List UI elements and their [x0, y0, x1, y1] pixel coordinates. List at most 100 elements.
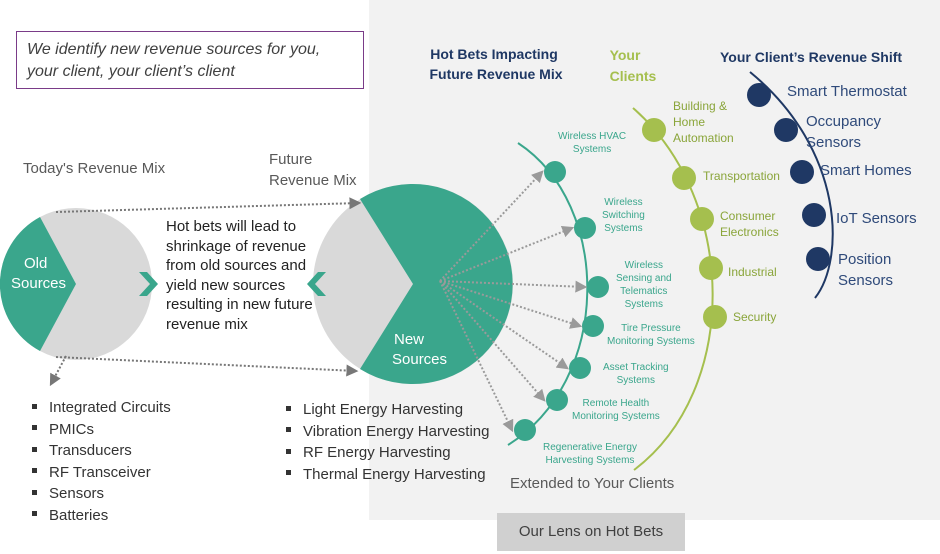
lens-on-hot-bets-box: Our Lens on Hot Bets — [497, 513, 685, 551]
revenue-shift-node — [802, 203, 826, 227]
old-source-item: RF Transceiver — [32, 462, 171, 484]
chevron-right-icon — [139, 272, 158, 296]
old-source-item: Integrated Circuits — [32, 397, 171, 419]
hot-bet-label-line: Systems — [624, 299, 663, 310]
hot-bet-label-line: Remote Health — [582, 398, 650, 409]
new-source-item: Thermal Energy Harvesting — [286, 464, 490, 486]
tagline-box: We identify new revenue sources for you,… — [16, 31, 364, 89]
hot-bet-node — [587, 276, 609, 298]
revenue-shift-label: IoT Sensors — [836, 208, 917, 229]
new-sources-label-line-1: New — [394, 331, 425, 348]
client-node — [672, 166, 696, 190]
client-label-line: Electronics — [720, 225, 779, 239]
hot-bet-label-line: Wireless — [604, 197, 643, 208]
client-node — [703, 305, 727, 329]
hot-bet-arrow — [439, 280, 569, 370]
connector-down — [49, 355, 67, 387]
old-source-item: Transducers — [32, 440, 171, 462]
old-sources-label-line-2: Sources — [11, 275, 67, 292]
client-label-line: Automation — [673, 131, 734, 145]
revenue-shift-label-line: Sensors — [806, 134, 862, 151]
old-source-item: PMICs — [32, 419, 171, 441]
hot-bet-node — [544, 161, 566, 183]
todays-revenue-pie — [0, 208, 152, 360]
hot-bet-arrow — [439, 280, 514, 433]
description-text: Hot bets will lead to shrinkage of reven… — [166, 218, 313, 333]
hot-bet-label-line: Monitoring Systems — [607, 336, 695, 347]
node-layer — [514, 83, 830, 441]
pie-old-sources-wedge — [0, 217, 76, 351]
revenue-shift-node — [774, 118, 798, 142]
hot-bet-node — [582, 315, 604, 337]
hot-bet-label-line: Sensing and — [616, 273, 672, 284]
client-label-line: Home — [673, 115, 706, 129]
old-source-item: Sensors — [32, 483, 171, 505]
hot-bet-label: Wireless HVAC Systems — [558, 130, 626, 156]
hot-bet-node — [569, 357, 591, 379]
revenue-shift-node — [747, 83, 771, 107]
client-node — [690, 207, 714, 231]
todays-revenue-mix-label: Today's Revenue Mix — [23, 160, 166, 177]
new-source-item: RF Energy Harvesting — [286, 442, 490, 464]
revenue-shift-label-line: Occupancy — [806, 113, 882, 130]
hot-bet-label-line: Wireless — [624, 260, 663, 271]
client-node — [699, 256, 723, 280]
hot-bet-arrow — [439, 280, 583, 329]
hot-bet-node — [514, 419, 536, 441]
revenue-shift-label-line: Sensors — [838, 272, 894, 289]
hot-bet-label-line: Tire Pressure — [621, 323, 681, 334]
client-label: Industrial — [728, 264, 777, 280]
hot-bet-label-line: Asset Tracking — [603, 362, 669, 373]
revenue-shift-label: Smart Homes — [820, 160, 912, 181]
hot-bet-label-line: Systems — [572, 144, 612, 155]
hot-bet-arrow — [439, 170, 544, 282]
revenue-shift-label: Smart Thermostat — [787, 81, 907, 102]
client-label-line: Building & — [673, 99, 728, 113]
header-hot-bets-line-1: Hot Bets Impacting — [430, 46, 558, 62]
hot-bet-label-line: Switching — [602, 210, 645, 221]
hot-bet-label-line: Monitoring Systems — [572, 411, 660, 422]
revenue-shift-label-line: IoT Sensors — [836, 210, 917, 227]
hot-bet-arrows — [439, 170, 588, 433]
hot-bet-label-line: Telematics — [620, 286, 668, 297]
client-label-line: Transportation — [703, 169, 780, 183]
chevron-left-icon — [307, 272, 326, 296]
hot-bet-label-line: Wireless HVAC — [558, 131, 627, 142]
hot-bet-arrow — [439, 280, 588, 293]
client-node — [642, 118, 666, 142]
client-label-line: Industrial — [728, 265, 777, 279]
arc-clients — [632, 107, 714, 471]
pie-new-sources-wedge — [360, 183, 513, 384]
new-source-item: Light Energy Harvesting — [286, 399, 490, 421]
tagline-text: We identify new revenue sources for you,… — [27, 41, 321, 80]
header-revenue-shift: Your Client’s Revenue Shift — [720, 49, 903, 65]
future-revenue-mix-label-line-2: Revenue Mix — [269, 172, 357, 189]
connector-bottom — [55, 356, 359, 377]
header-your-clients-line-2: Clients — [609, 68, 657, 84]
header-hot-bets-line-2: Future Revenue Mix — [429, 66, 563, 82]
client-label-line: Consumer — [720, 209, 776, 223]
hot-bet-node — [546, 389, 568, 411]
client-label: Transportation — [703, 168, 780, 184]
extended-to-clients-label: Extended to Your Clients — [510, 475, 675, 492]
client-label: Security — [733, 309, 776, 325]
lens-on-hot-bets-label: Our Lens on Hot Bets — [518, 523, 664, 540]
revenue-shift-label-line: Smart Thermostat — [787, 83, 907, 100]
revenue-shift-node — [806, 247, 830, 271]
revenue-shift-label-line: Smart Homes — [820, 162, 912, 179]
new-sources-label-line-2: Sources — [392, 351, 448, 368]
header-your-clients-line-1: Your — [609, 47, 641, 63]
hot-bet-label-line: Harvesting Systems — [545, 455, 635, 466]
hot-bet-label-line: Systems — [604, 223, 643, 234]
